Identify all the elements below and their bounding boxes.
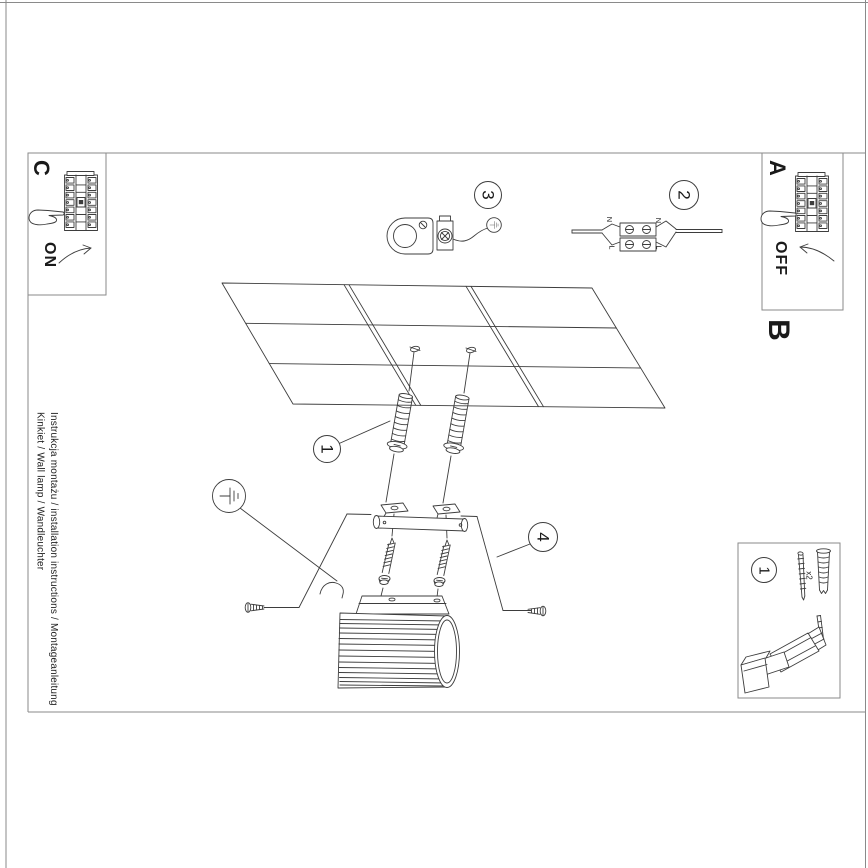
wire-connector-illustration (571, 220, 723, 252)
section-label-c: C (28, 160, 54, 176)
pointing-hand-icon (760, 210, 797, 227)
wall-panel-grid (221, 282, 666, 409)
wire-label-n-right: N (654, 217, 664, 223)
step-circle-1: 1 (313, 435, 341, 463)
parts-plug-icon (816, 548, 831, 594)
step-circle-2: 2 (669, 180, 699, 210)
lamp-shade-opening (434, 615, 460, 688)
wire-label-l-left: L (607, 244, 617, 250)
breaker-on-illustration (28, 171, 98, 264)
leader-lines (239, 351, 532, 611)
ground-terminal-illustration (386, 215, 502, 255)
lamp-wire (319, 582, 344, 599)
step-circle-3: 3 (474, 181, 502, 209)
step-circle-4: 4 (528, 522, 558, 552)
curved-arrow-icon (799, 246, 835, 262)
ground-symbol-icon (212, 479, 246, 513)
sidebar-text: Instrukcja montażu / installation instru… (32, 412, 60, 717)
mounting-bracket (372, 502, 469, 532)
breaker-off-illustration (760, 172, 835, 262)
product-line: Kinkiet / Wall lamp / Wandleuchter (34, 412, 46, 571)
drill-icon (740, 615, 827, 694)
lamp-body (319, 582, 460, 689)
state-text-off: OFF (772, 241, 789, 276)
pointing-hand-icon (28, 209, 65, 226)
bracket-screws (378, 537, 451, 587)
section-label-b: B (761, 319, 795, 341)
state-text-on: ON (41, 242, 58, 268)
curved-arrow-icon (58, 247, 92, 264)
info-line: Instrukcja montażu / installation instru… (48, 412, 59, 706)
wire-label-n-left: N (605, 216, 615, 222)
side-screws (244, 602, 547, 617)
section-label-a: A (764, 160, 790, 176)
drill-hole-marks (409, 345, 477, 354)
parts-screw-icon (797, 551, 807, 601)
parts-step-circle-1: 1 (751, 557, 777, 583)
lamp-canopy (355, 595, 450, 615)
wire-label-l-right: L (654, 244, 664, 250)
parts-quantity-label: x2 (804, 570, 814, 580)
